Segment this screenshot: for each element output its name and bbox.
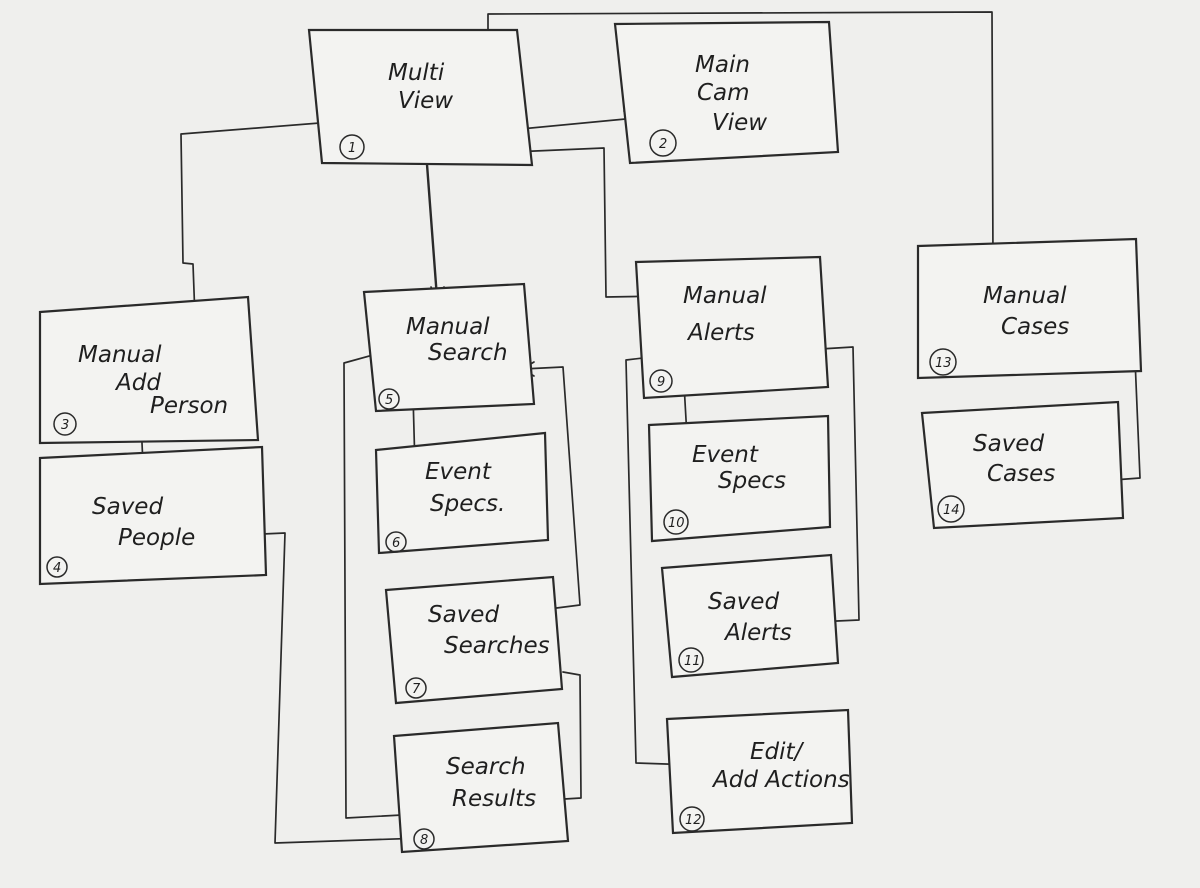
screen-saved-people[interactable]: Saved People 4	[38, 445, 268, 586]
screen-label-line2: Add	[114, 370, 161, 396]
screen-manual-cases[interactable]: Manual Cases 13	[916, 237, 1143, 380]
screen-number-badge	[385, 531, 407, 553]
screen-number-badge	[929, 348, 957, 376]
screen-number-badge	[405, 677, 427, 699]
screen-label-line1: Manual	[406, 314, 490, 340]
edge-multiview-maincam	[509, 117, 637, 131]
screen-label-line3: View	[712, 110, 767, 136]
screen-label-line1: Saved	[428, 602, 499, 628]
screen-edit-add-actions[interactable]: Edit/ Add Actions 12	[665, 708, 854, 835]
screen-label-line1: Saved	[92, 494, 163, 520]
screen-manual-search[interactable]: Manual Search 5	[362, 282, 536, 413]
screen-number: 2	[659, 137, 667, 152]
screen-number-badge	[678, 647, 704, 673]
screen-label-line1: Event	[692, 442, 759, 468]
screen-label-line2: Specs	[718, 468, 786, 494]
screen-label-line2: Search	[428, 340, 508, 366]
screen-label-line3: Person	[150, 393, 228, 419]
edge-search-bracket	[343, 351, 422, 819]
screen-label-line1: Manual	[983, 283, 1067, 309]
screen-number-badge	[46, 556, 68, 578]
screen-number: 12	[685, 813, 702, 828]
edge-manualalerts-savedalerts	[803, 346, 860, 623]
screen-number-badge	[937, 495, 965, 523]
screen-manual-add-person[interactable]: Manual Add Person 3	[38, 295, 260, 445]
edge-multiview-manualalerts	[511, 147, 665, 298]
screen-event-specs-alerts[interactable]: Event Specs 10	[647, 414, 832, 543]
screen-multi-view[interactable]: Multi View 1	[307, 28, 534, 167]
screen-number: 3	[61, 418, 69, 433]
screen-number: 8	[420, 833, 428, 848]
edge-multiview-addperson	[180, 120, 346, 319]
screen-label-line1: Search	[446, 754, 526, 780]
screen-number-badge	[663, 509, 689, 535]
screen-number-badge	[413, 828, 435, 850]
screen-number: 7	[412, 682, 421, 697]
screen-label-line1: Event	[425, 459, 492, 485]
screen-label-line1: Manual	[683, 283, 767, 309]
screen-number-badge	[649, 129, 677, 157]
screen-number-badge	[378, 388, 400, 410]
screen-label-line2: Searches	[444, 633, 550, 659]
screen-label-line1: Edit/	[750, 739, 805, 765]
screen-saved-searches[interactable]: Saved Searches 7	[384, 575, 564, 705]
edge-multiview-manualsearch	[424, 149, 439, 300]
screen-label-line2: Cases	[987, 461, 1055, 487]
screen-label-line1: Saved	[708, 589, 779, 615]
screen-saved-alerts[interactable]: Saved Alerts 11	[660, 553, 840, 679]
screen-label-line2: Add Actions	[711, 767, 850, 793]
screen-label-line1: Saved	[973, 431, 1044, 457]
screen-number: 9	[657, 375, 665, 390]
screen-number: 11	[684, 654, 701, 669]
screen-label-line1: Multi	[388, 60, 445, 86]
edge-manualsearch-savedsearches	[522, 366, 581, 611]
screen-label-line1: Manual	[78, 342, 162, 368]
screen-main-cam-view[interactable]: Main Cam View 2	[613, 20, 840, 165]
screen-label-line2: Cases	[1001, 314, 1069, 340]
screen-number-badge	[679, 806, 705, 832]
screen-label-line2: Results	[452, 786, 536, 812]
screen-label-line2: Specs.	[430, 491, 505, 517]
screen-number: 13	[935, 356, 952, 371]
screen-number: 1	[348, 141, 356, 156]
screen-search-results[interactable]: Search Results 8	[392, 721, 570, 854]
screen-number: 5	[385, 393, 393, 408]
screen-label-line2: Cam	[697, 80, 750, 106]
screen-saved-cases[interactable]: Saved Cases 14	[920, 400, 1125, 530]
screen-label-line2: View	[398, 88, 453, 114]
screen-manual-alerts[interactable]: Manual Alerts 9	[634, 255, 830, 400]
screen-label-line2: People	[118, 525, 195, 551]
screen-number-badge	[339, 134, 365, 160]
screen-number: 6	[392, 536, 400, 551]
screen-number-badge	[649, 369, 673, 393]
screen-label-line2: Alerts	[723, 620, 792, 646]
screen-event-specs-search[interactable]: Event Specs. 6	[374, 431, 550, 555]
screen-label-line1: Main	[695, 52, 750, 78]
screen-label-line2: Alerts	[686, 320, 755, 346]
screen-number: 4	[53, 561, 61, 576]
screen-number-badge	[53, 412, 77, 436]
screen-number: 10	[668, 516, 685, 531]
screen-number: 14	[943, 503, 960, 518]
